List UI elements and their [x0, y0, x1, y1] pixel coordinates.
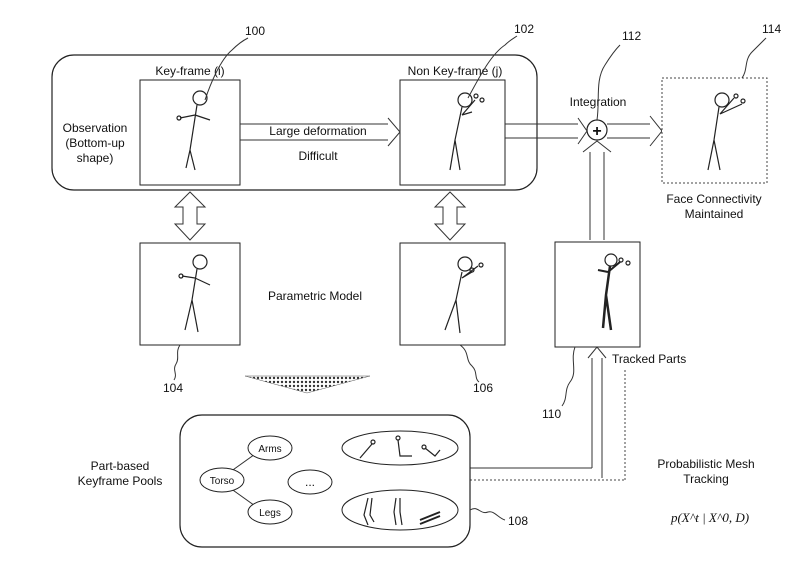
result-figure	[707, 92, 746, 171]
large-deformation-arrow	[240, 117, 401, 147]
pools-to-tracked-arrow	[587, 346, 607, 478]
ref-100-leader	[204, 37, 249, 101]
keyframe-figure	[176, 90, 211, 171]
result-box	[661, 77, 768, 184]
arms-label: Arms	[258, 444, 281, 455]
ellipsis-node	[287, 469, 333, 495]
ref-104-leader	[173, 344, 181, 381]
ref-112-leader	[596, 44, 621, 121]
ref-108-leader	[469, 508, 506, 521]
ref-110: 110	[542, 407, 561, 421]
keyframe-title: Key-frame (i)	[155, 64, 224, 78]
ref-114-leader	[741, 37, 767, 79]
face-connectivity-label-2: Maintained	[685, 207, 744, 221]
keyframe-box	[139, 79, 241, 186]
observation-label-1: Observation	[63, 121, 128, 135]
nonkeyframe-to-integration-arrow	[505, 117, 588, 145]
ref-112: 112	[622, 29, 641, 43]
tracked-parts-box	[554, 241, 641, 348]
tracked-parts-figure	[597, 253, 631, 331]
ref-104: 104	[163, 381, 183, 395]
observation-label-3: shape)	[77, 151, 114, 165]
legs-node	[247, 499, 293, 525]
ref-106-leader	[459, 344, 480, 383]
arms-pool	[341, 430, 459, 466]
nonkeyframe-box	[399, 79, 506, 186]
parametric-nonkeyframe-figure	[444, 256, 484, 334]
ellipsis-label: ...	[305, 475, 315, 489]
arms-pool-figures	[359, 435, 441, 459]
tracked-to-integration-arrow	[582, 140, 612, 240]
keyframe-pools-container	[179, 414, 471, 548]
large-deformation-label: Large deformation	[269, 124, 366, 138]
ref-110-leader	[561, 346, 576, 407]
ref-102: 102	[514, 22, 534, 36]
ref-108: 108	[508, 514, 528, 528]
observation-label-2: (Bottom-up	[65, 136, 125, 150]
keyframe-double-arrow	[173, 191, 207, 241]
legs-pool-figures	[363, 497, 441, 526]
nonkeyframe-title: Non Key-frame (j)	[408, 64, 503, 78]
tracked-parts-label: Tracked Parts	[612, 352, 686, 366]
pools-label-2: Keyframe Pools	[78, 474, 163, 488]
parametric-keyframe-box	[139, 242, 241, 346]
integration-to-result-arrow	[607, 115, 663, 147]
torso-node	[199, 467, 245, 493]
formula: p(X^t | X^0, D)	[670, 510, 749, 525]
nonkeyframe-figure	[449, 92, 485, 171]
integration-symbol: +	[592, 123, 601, 140]
torso-label: Torso	[210, 476, 235, 487]
ref-106: 106	[473, 381, 493, 395]
prob-label-2: Tracking	[683, 472, 729, 486]
parametric-model-label: Parametric Model	[268, 289, 362, 303]
arms-node	[247, 435, 293, 461]
ref-114: 114	[762, 22, 781, 36]
face-connectivity-label-1: Face Connectivity	[666, 192, 761, 206]
legs-label: Legs	[259, 508, 281, 519]
parametric-nonkeyframe-box	[399, 242, 506, 346]
downward-triangle	[244, 375, 371, 394]
nonkeyframe-double-arrow	[433, 191, 467, 241]
prob-label-1: Probabilistic Mesh	[657, 457, 754, 471]
ref-100: 100	[245, 24, 265, 38]
pools-label-1: Part-based	[91, 459, 150, 473]
parametric-keyframe-figure	[178, 254, 211, 333]
ref-102-leader	[467, 35, 518, 99]
observation-container	[51, 54, 538, 191]
difficult-label: Difficult	[298, 149, 338, 163]
